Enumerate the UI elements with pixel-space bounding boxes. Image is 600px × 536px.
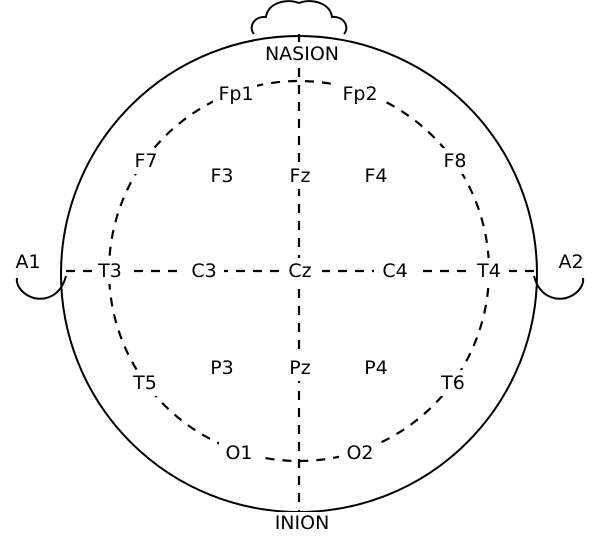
electrode-label-c3: C3: [191, 260, 216, 282]
electrode-label-p4: P4: [364, 357, 388, 379]
ear-label-a1: A1: [15, 251, 40, 273]
electrode-label-bg: [213, 81, 257, 107]
electrode-label-o2: O2: [346, 442, 373, 464]
inion-label: INION: [275, 512, 330, 534]
electrode-label-pz: Pz: [289, 357, 310, 379]
nasion-label: NASION: [265, 43, 339, 65]
electrode-label-t6: T6: [440, 372, 465, 394]
right-ear-outline: [533, 275, 585, 300]
left-ear-outline: [15, 275, 67, 300]
electrode-label-bg: [219, 440, 259, 466]
inion-label-bg: [268, 512, 336, 536]
electrode-label-bg: [437, 148, 475, 174]
electrode-label-t4: T4: [476, 260, 501, 282]
electrode-label-t3: T3: [97, 260, 122, 282]
electrode-label-fz: Fz: [290, 165, 311, 187]
electrode-label-p3: P3: [210, 357, 234, 379]
electrode-label-f8: F8: [443, 150, 466, 172]
electrode-label-f3: F3: [210, 165, 233, 187]
electrode-label-bg: [125, 370, 165, 396]
electrode-label-bg: [92, 258, 130, 284]
electrode-label-bg: [184, 258, 224, 284]
electrode-label-bg: [127, 148, 167, 174]
nasion-label-bg: [258, 42, 346, 66]
electrode-label-bg: [434, 370, 474, 396]
electrode-label-cz: Cz: [288, 260, 311, 282]
electrode-label-bg: [339, 440, 381, 466]
electrode-label-bg: [282, 355, 320, 381]
nose-outline: [250, 0, 348, 35]
electrode-label-bg: [374, 258, 416, 284]
electrode-label-o1: O1: [225, 442, 252, 464]
ear-label-a2: A2: [558, 251, 583, 273]
electrode-label-fp2: Fp2: [342, 83, 377, 105]
electrode-label-bg: [469, 258, 509, 284]
electrode-label-c4: C4: [382, 260, 407, 282]
electrode-label-bg: [337, 81, 383, 107]
electrode-label-bg: [280, 258, 322, 284]
electrode-label-t5: T5: [132, 372, 157, 394]
electrode-label-f4: F4: [364, 165, 387, 187]
electrode-label-bg: [283, 163, 319, 189]
electrode-label-fp1: Fp1: [218, 83, 253, 105]
electrode-label-f7: F7: [134, 150, 157, 172]
